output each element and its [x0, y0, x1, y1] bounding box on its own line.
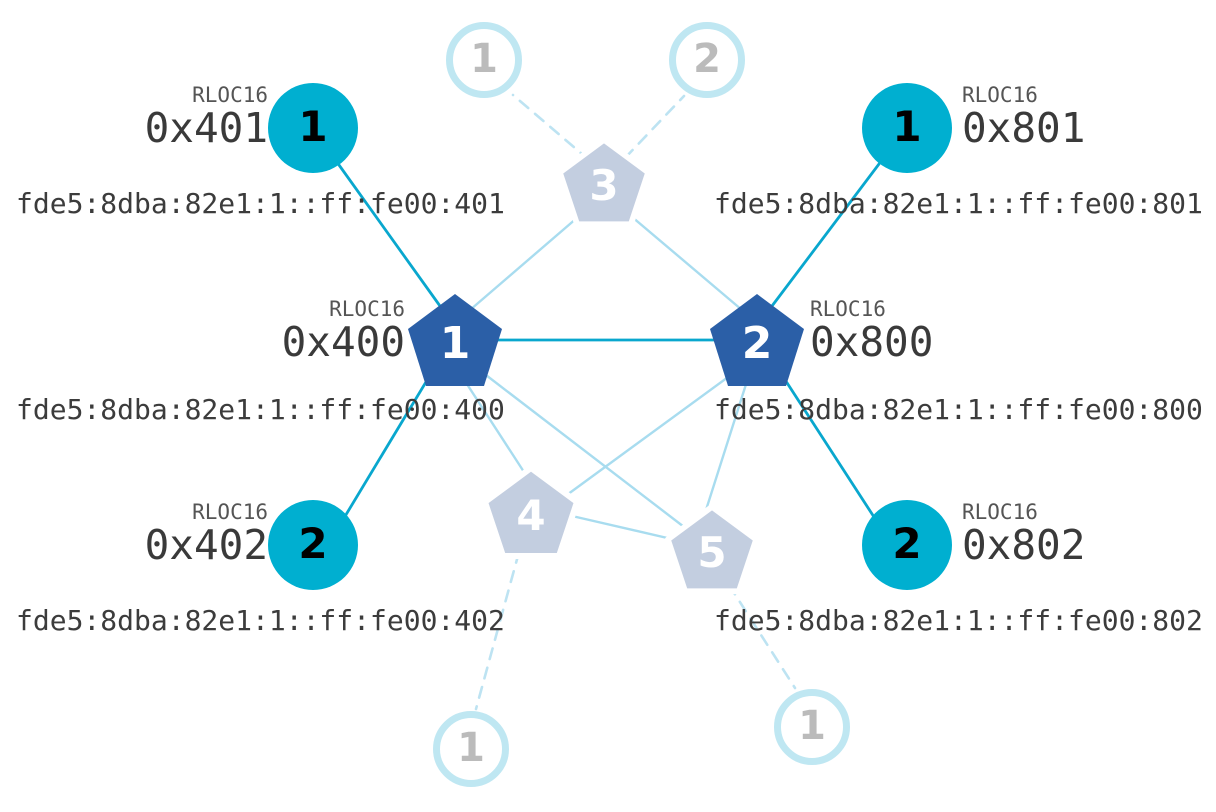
child-node-0x401[interactable]: 1: [268, 83, 358, 173]
ipv6-address-0x801: fde5:8dba:82e1:1::ff:fe00:801: [714, 187, 1203, 220]
link-router2-child-0x802: [778, 370, 876, 519]
label-router-0x800: RLOC16 0x800: [810, 297, 1075, 367]
pentagon-shape: [710, 294, 804, 386]
rloc16-value: 0x802: [962, 521, 1086, 570]
ipv6-address-0x402: fde5:8dba:82e1:1::ff:fe00:402: [16, 604, 505, 637]
pentagon-shape: [408, 294, 502, 386]
link-router2-router4: [558, 370, 737, 502]
label-router-0x400: RLOC16 0x400: [140, 297, 405, 367]
link-router1-child-0x401: [337, 163, 442, 308]
rloc16-caption: RLOC16: [192, 500, 268, 524]
ghost-child-bottom-left[interactable]: 1: [433, 711, 509, 787]
ipv6-address-0x800: fde5:8dba:82e1:1::ff:fe00:800: [714, 393, 1203, 426]
router-node-5[interactable]: 5: [664, 501, 760, 597]
link-router2-child-0x801: [770, 162, 881, 308]
link-router4-ghost-bottom-left: [474, 550, 521, 711]
link-router1-child-0x402: [342, 370, 434, 520]
label-child-0x802: RLOC16 0x802: [962, 500, 1210, 570]
child-number: 2: [892, 519, 922, 568]
link-router1-router3: [468, 203, 594, 312]
label-child-0x402: RLOC16 0x402: [20, 500, 268, 570]
link-router2-router5: [704, 376, 750, 512]
pentagon-shape: [556, 136, 652, 228]
link-router1-router4: [461, 376, 526, 474]
pentagon-shape: [482, 465, 580, 559]
ghost-child-top-right[interactable]: 2: [669, 22, 745, 98]
rloc16-value: 0x801: [962, 104, 1086, 153]
ghost-child-number: 2: [693, 36, 721, 82]
rloc16-value: 0x402: [144, 521, 268, 570]
rloc16-caption: RLOC16: [962, 83, 1038, 107]
rloc16-caption: RLOC16: [192, 83, 268, 107]
router-node-0x800[interactable]: 2: [707, 290, 807, 390]
dashed-links: [474, 93, 797, 711]
link-router1-router5: [480, 370, 690, 532]
ipv6-address-0x802: fde5:8dba:82e1:1::ff:fe00:802: [714, 604, 1203, 637]
label-child-0x801: RLOC16 0x801: [962, 83, 1210, 153]
child-number: 2: [298, 519, 328, 568]
child-node-0x402[interactable]: 2: [268, 500, 358, 590]
ipv6-address-0x400: fde5:8dba:82e1:1::ff:fe00:400: [16, 393, 505, 426]
link-router4-router5: [570, 514, 678, 542]
ghost-child-number: 1: [457, 725, 485, 771]
ghost-child-number: 1: [798, 703, 826, 749]
ghost-child-top-left[interactable]: 1: [446, 22, 522, 98]
rloc16-value: 0x400: [281, 318, 405, 367]
rloc16-value: 0x401: [144, 104, 268, 153]
ghost-child-number: 1: [470, 36, 498, 82]
link-router3-ghost-top-right: [623, 94, 686, 160]
child-number: 1: [892, 102, 922, 151]
router-node-3[interactable]: 3: [556, 134, 652, 230]
router-node-4[interactable]: 4: [481, 462, 581, 562]
child-number: 1: [298, 102, 328, 151]
rloc16-caption: RLOC16: [329, 297, 405, 321]
child-node-0x802[interactable]: 2: [862, 500, 952, 590]
rloc16-caption: RLOC16: [962, 500, 1038, 524]
active-links: [337, 162, 881, 520]
link-router5-ghost-bottom-right: [727, 583, 797, 690]
pentagon-shape: [664, 503, 760, 595]
ghost-child-bottom-right[interactable]: 1: [774, 689, 850, 765]
router-node-0x400[interactable]: 1: [405, 290, 505, 390]
link-router3-ghost-top-left: [511, 93, 591, 162]
rloc16-caption: RLOC16: [810, 297, 886, 321]
child-node-0x801[interactable]: 1: [862, 83, 952, 173]
ipv6-address-0x401: fde5:8dba:82e1:1::ff:fe00:401: [16, 187, 505, 220]
link-router2-router3: [616, 203, 744, 312]
faded-links: [461, 203, 750, 542]
label-child-0x401: RLOC16 0x401: [20, 83, 268, 153]
rloc16-value: 0x800: [810, 318, 934, 367]
